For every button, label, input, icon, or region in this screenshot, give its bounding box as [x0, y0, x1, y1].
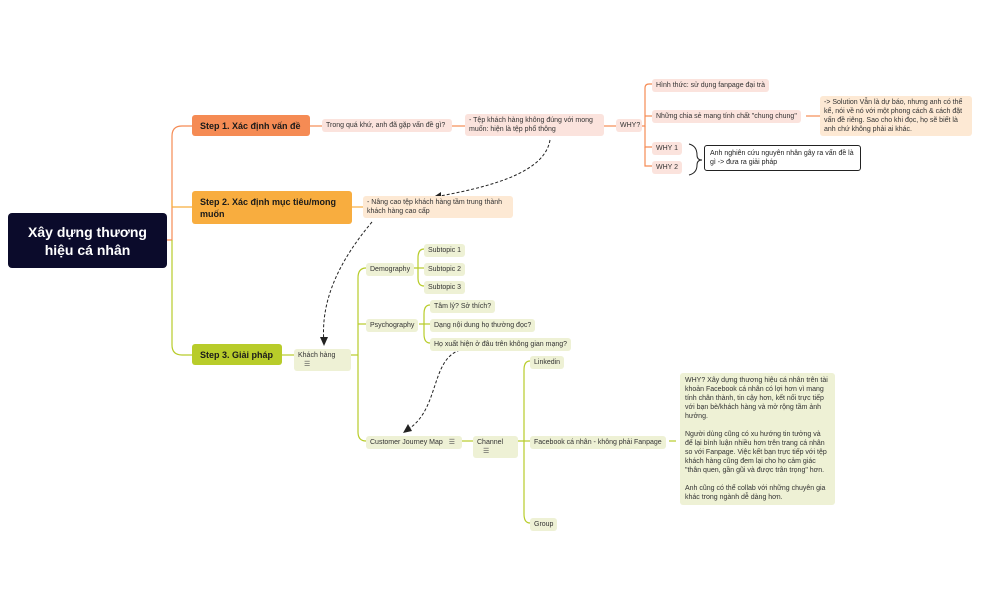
channel-group[interactable]: Group — [530, 518, 558, 531]
why-summary-text: Anh nghiên cứu nguyên nhân gây ra vấn đề… — [710, 150, 854, 166]
reason-1[interactable]: Hình thức: sử dụng fanpage đại trà — [652, 79, 769, 92]
step2-topic[interactable]: Step 2. Xác định mục tiêu/mong muốn — [192, 191, 352, 224]
channel-linkedin-text: Linkedin — [534, 359, 561, 366]
subtopic-2[interactable]: Subtopic 2 — [424, 263, 466, 276]
subtopic-3[interactable]: Subtopic 3 — [424, 281, 466, 294]
solution-node[interactable]: -> Solution Vẫn là dự báo, nhưng anh có … — [820, 96, 972, 136]
reason-2-text: Những chia sẻ mang tính chất "chung chun… — [656, 113, 797, 120]
channel-group-text: Group — [534, 521, 554, 528]
why-2[interactable]: WHY 2 — [652, 161, 683, 174]
step1-question-text: Trong quá khứ, anh đã gặp vấn đề gì? — [326, 122, 446, 129]
subtopic-3-text: Subtopic 3 — [428, 284, 462, 291]
step1-topic[interactable]: Step 1. Xác định vấn đề — [192, 115, 310, 136]
why-text: WHY? — [620, 122, 641, 129]
why-2-text: WHY 2 — [656, 164, 679, 171]
step1-question[interactable]: Trong quá khứ, anh đã gặp vấn đề gì? — [322, 119, 452, 132]
step1-label: Step 1. Xác định vấn đề — [200, 120, 301, 131]
subtopic-1-text: Subtopic 1 — [428, 247, 462, 254]
why-1[interactable]: WHY 1 — [652, 142, 683, 155]
facebook-note[interactable]: WHY? Xây dựng thương hiệu cá nhân trên t… — [680, 373, 835, 505]
subtopic-2-text: Subtopic 2 — [428, 266, 462, 273]
why-node[interactable]: WHY? — [616, 119, 642, 132]
step2-goal[interactable]: - Nâng cao tệp khách hàng tầm trung thàn… — [363, 196, 513, 218]
reason-2[interactable]: Những chia sẻ mang tính chất "chung chun… — [652, 110, 801, 123]
psychography-node[interactable]: Psychography — [366, 319, 419, 332]
psy-item-1-text: Tâm lý? Sở thích? — [434, 303, 492, 310]
facebook-note-text: WHY? Xây dựng thương hiệu cá nhân trên t… — [685, 377, 828, 501]
demography-text: Demography — [370, 266, 411, 273]
notes-icon: ☰ — [304, 361, 311, 368]
channel-text: Channel — [477, 439, 504, 446]
journey-node[interactable]: Customer Journey Map ☰ — [366, 436, 462, 449]
psy-item-2-text: Dạng nội dung họ thường đọc? — [434, 322, 532, 329]
notes-icon: ☰ — [483, 448, 490, 455]
psy-item-3[interactable]: Họ xuất hiện ở đâu trên không gian mạng? — [430, 338, 572, 351]
channel-linkedin[interactable]: Linkedin — [530, 356, 565, 369]
step2-goal-text: - Nâng cao tệp khách hàng tầm trung thàn… — [367, 199, 503, 215]
psy-item-1[interactable]: Tâm lý? Sở thích? — [430, 300, 496, 313]
root-topic[interactable]: Xây dựng thương hiệu cá nhân — [8, 213, 167, 268]
customer-text: Khách hàng — [298, 352, 336, 359]
demography-node[interactable]: Demography — [366, 263, 415, 276]
channel-facebook[interactable]: Facebook cá nhân - không phải Fanpage — [530, 436, 666, 449]
journey-text: Customer Journey Map — [370, 439, 443, 446]
why-1-text: WHY 1 — [656, 145, 679, 152]
notes-icon: ☰ — [448, 439, 456, 446]
psy-item-3-text: Họ xuất hiện ở đâu trên không gian mạng? — [434, 341, 568, 348]
step2-label: Step 2. Xác định mục tiêu/mong muốn — [200, 196, 337, 219]
root-title: Xây dựng thương hiệu cá nhân — [28, 223, 147, 258]
step1-answer-text: - Tệp khách hàng không đúng với mong muố… — [469, 117, 593, 133]
channel-node[interactable]: Channel ☰ — [473, 436, 518, 458]
subtopic-1[interactable]: Subtopic 1 — [424, 244, 466, 257]
psychography-text: Psychography — [370, 322, 415, 329]
step3-label: Step 3. Giải pháp — [200, 349, 274, 360]
solution-text: -> Solution Vẫn là dự báo, nhưng anh có … — [824, 99, 963, 133]
why-summary-note[interactable]: Anh nghiên cứu nguyên nhân gây ra vấn đề… — [704, 145, 861, 171]
step3-topic[interactable]: Step 3. Giải pháp — [192, 344, 282, 365]
step1-answer[interactable]: - Tệp khách hàng không đúng với mong muố… — [465, 114, 604, 136]
customer-node[interactable]: Khách hàng ☰ — [294, 349, 351, 371]
psy-item-2[interactable]: Dạng nội dung họ thường đọc? — [430, 319, 536, 332]
reason-1-text: Hình thức: sử dụng fanpage đại trà — [656, 82, 765, 89]
channel-facebook-text: Facebook cá nhân - không phải Fanpage — [534, 439, 662, 446]
